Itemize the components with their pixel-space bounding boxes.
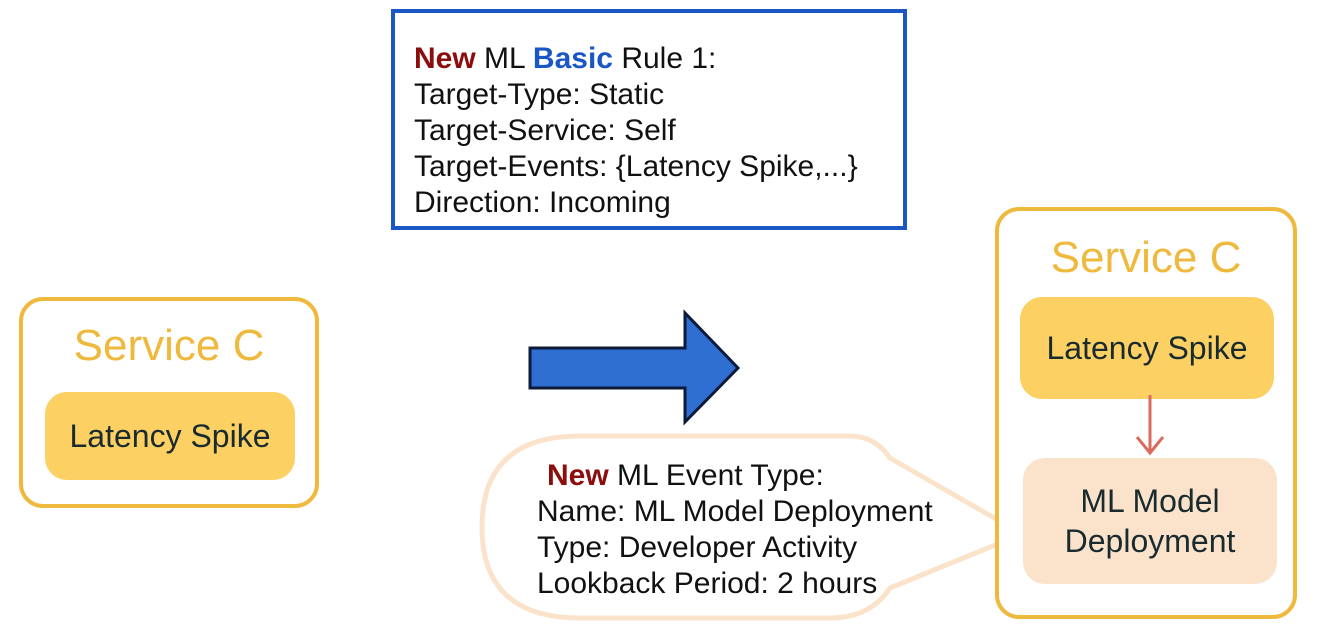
left-service-title: Service C	[73, 321, 265, 370]
rule-target-service: Target-Service: Self	[414, 114, 676, 147]
transform-arrow	[528, 309, 741, 426]
rule-direction: Direction: Incoming	[414, 186, 671, 219]
right-service-node: Service C Latency Spike ML Model Deploym…	[995, 207, 1297, 619]
right-service-title: Service C	[1050, 233, 1242, 282]
event-title-rest: ML Event Type:	[608, 459, 824, 492]
left-service-node: Service C Latency Spike	[19, 297, 319, 508]
new-event-name: Name: ML Model Deployment	[537, 495, 933, 528]
deployment-label-line1: ML Model	[1080, 483, 1220, 519]
rule-definition-box: New ML Basic Rule 1: Target-Type: Static…	[391, 9, 907, 230]
rule-keyword-ml: ML	[475, 42, 533, 75]
rule-keyword-new: New	[414, 42, 476, 75]
event-keyword-new: New	[547, 459, 609, 492]
event-bubble-shape	[479, 433, 1025, 621]
rule-keyword-basic: Basic	[532, 42, 613, 75]
rule-target-events: Target-Events: {Latency Spike,...}	[414, 150, 858, 183]
new-event-type-text: New ML Event Type: Name: ML Model Deploy…	[537, 458, 933, 602]
rule-target-type: Target-Type: Static	[414, 78, 665, 111]
causal-edge-arrowhead	[1135, 436, 1165, 456]
transform-arrow-svg	[528, 309, 741, 426]
deployment-label-line2: Deployment	[1064, 523, 1236, 559]
left-latency-spike-event: Latency Spike	[45, 392, 295, 480]
event-bubble-svg	[479, 433, 1025, 621]
new-event-lookback: Lookback Period: 2 hours	[537, 567, 878, 600]
new-event-title: New ML Event Type:	[537, 458, 933, 494]
ml-model-deployment-event: ML Model Deployment	[1023, 458, 1277, 584]
rule-title-rest: Rule 1:	[612, 42, 717, 75]
right-latency-spike-event: Latency Spike	[1020, 297, 1274, 399]
rule-title: New ML Basic Rule 1:	[414, 41, 903, 77]
new-event-type: Type: Developer Activity	[537, 531, 858, 564]
causal-edge-svg	[1135, 395, 1165, 456]
